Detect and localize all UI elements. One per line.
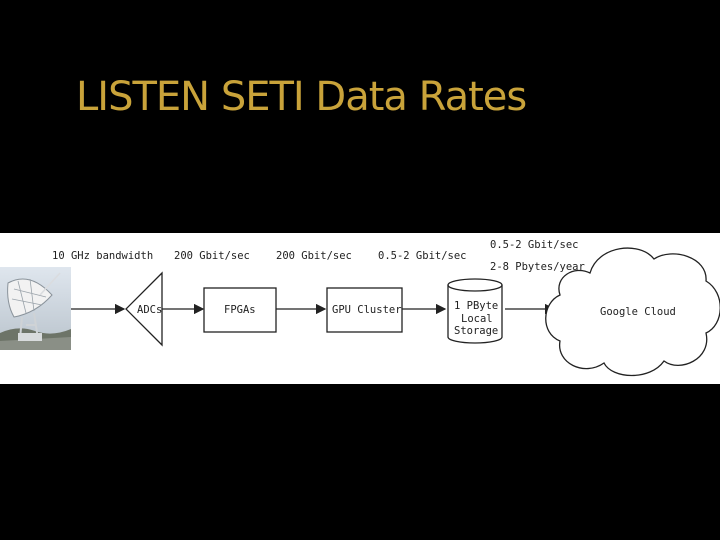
storage-label-line1: 1 PByte (454, 300, 498, 312)
telescope-photo (0, 267, 71, 350)
storage-label-line2: Local (461, 313, 493, 325)
fpga-output-rate-label: 200 Gbit/sec (276, 250, 352, 262)
storage-label-line3: Storage (454, 325, 498, 337)
bandwidth-label: 10 GHz bandwidth (52, 250, 153, 262)
slide-title: LISTEN SETI Data Rates (76, 74, 527, 120)
storage-node (447, 278, 503, 344)
gpu-output-rate-label: 0.5-2 Gbit/sec (378, 250, 467, 262)
data-flow-diagram: 10 GHz bandwidth 200 Gbit/sec 200 Gbit/s… (0, 233, 720, 384)
cloud-volume-label: 2-8 Pbytes/year (490, 261, 585, 273)
cloud-rate-label: 0.5-2 Gbit/sec (490, 239, 579, 251)
google-cloud-node (545, 247, 720, 376)
adcs-label: ADCs (137, 304, 162, 316)
fpgas-node (203, 287, 277, 333)
adcs-node (125, 271, 163, 347)
adc-output-rate-label: 200 Gbit/sec (174, 250, 250, 262)
fpgas-label: FPGAs (224, 304, 256, 316)
gpu-cluster-label: GPU Cluster (332, 304, 402, 316)
google-cloud-label: Google Cloud (600, 306, 676, 318)
gpu-cluster-node (326, 287, 403, 333)
